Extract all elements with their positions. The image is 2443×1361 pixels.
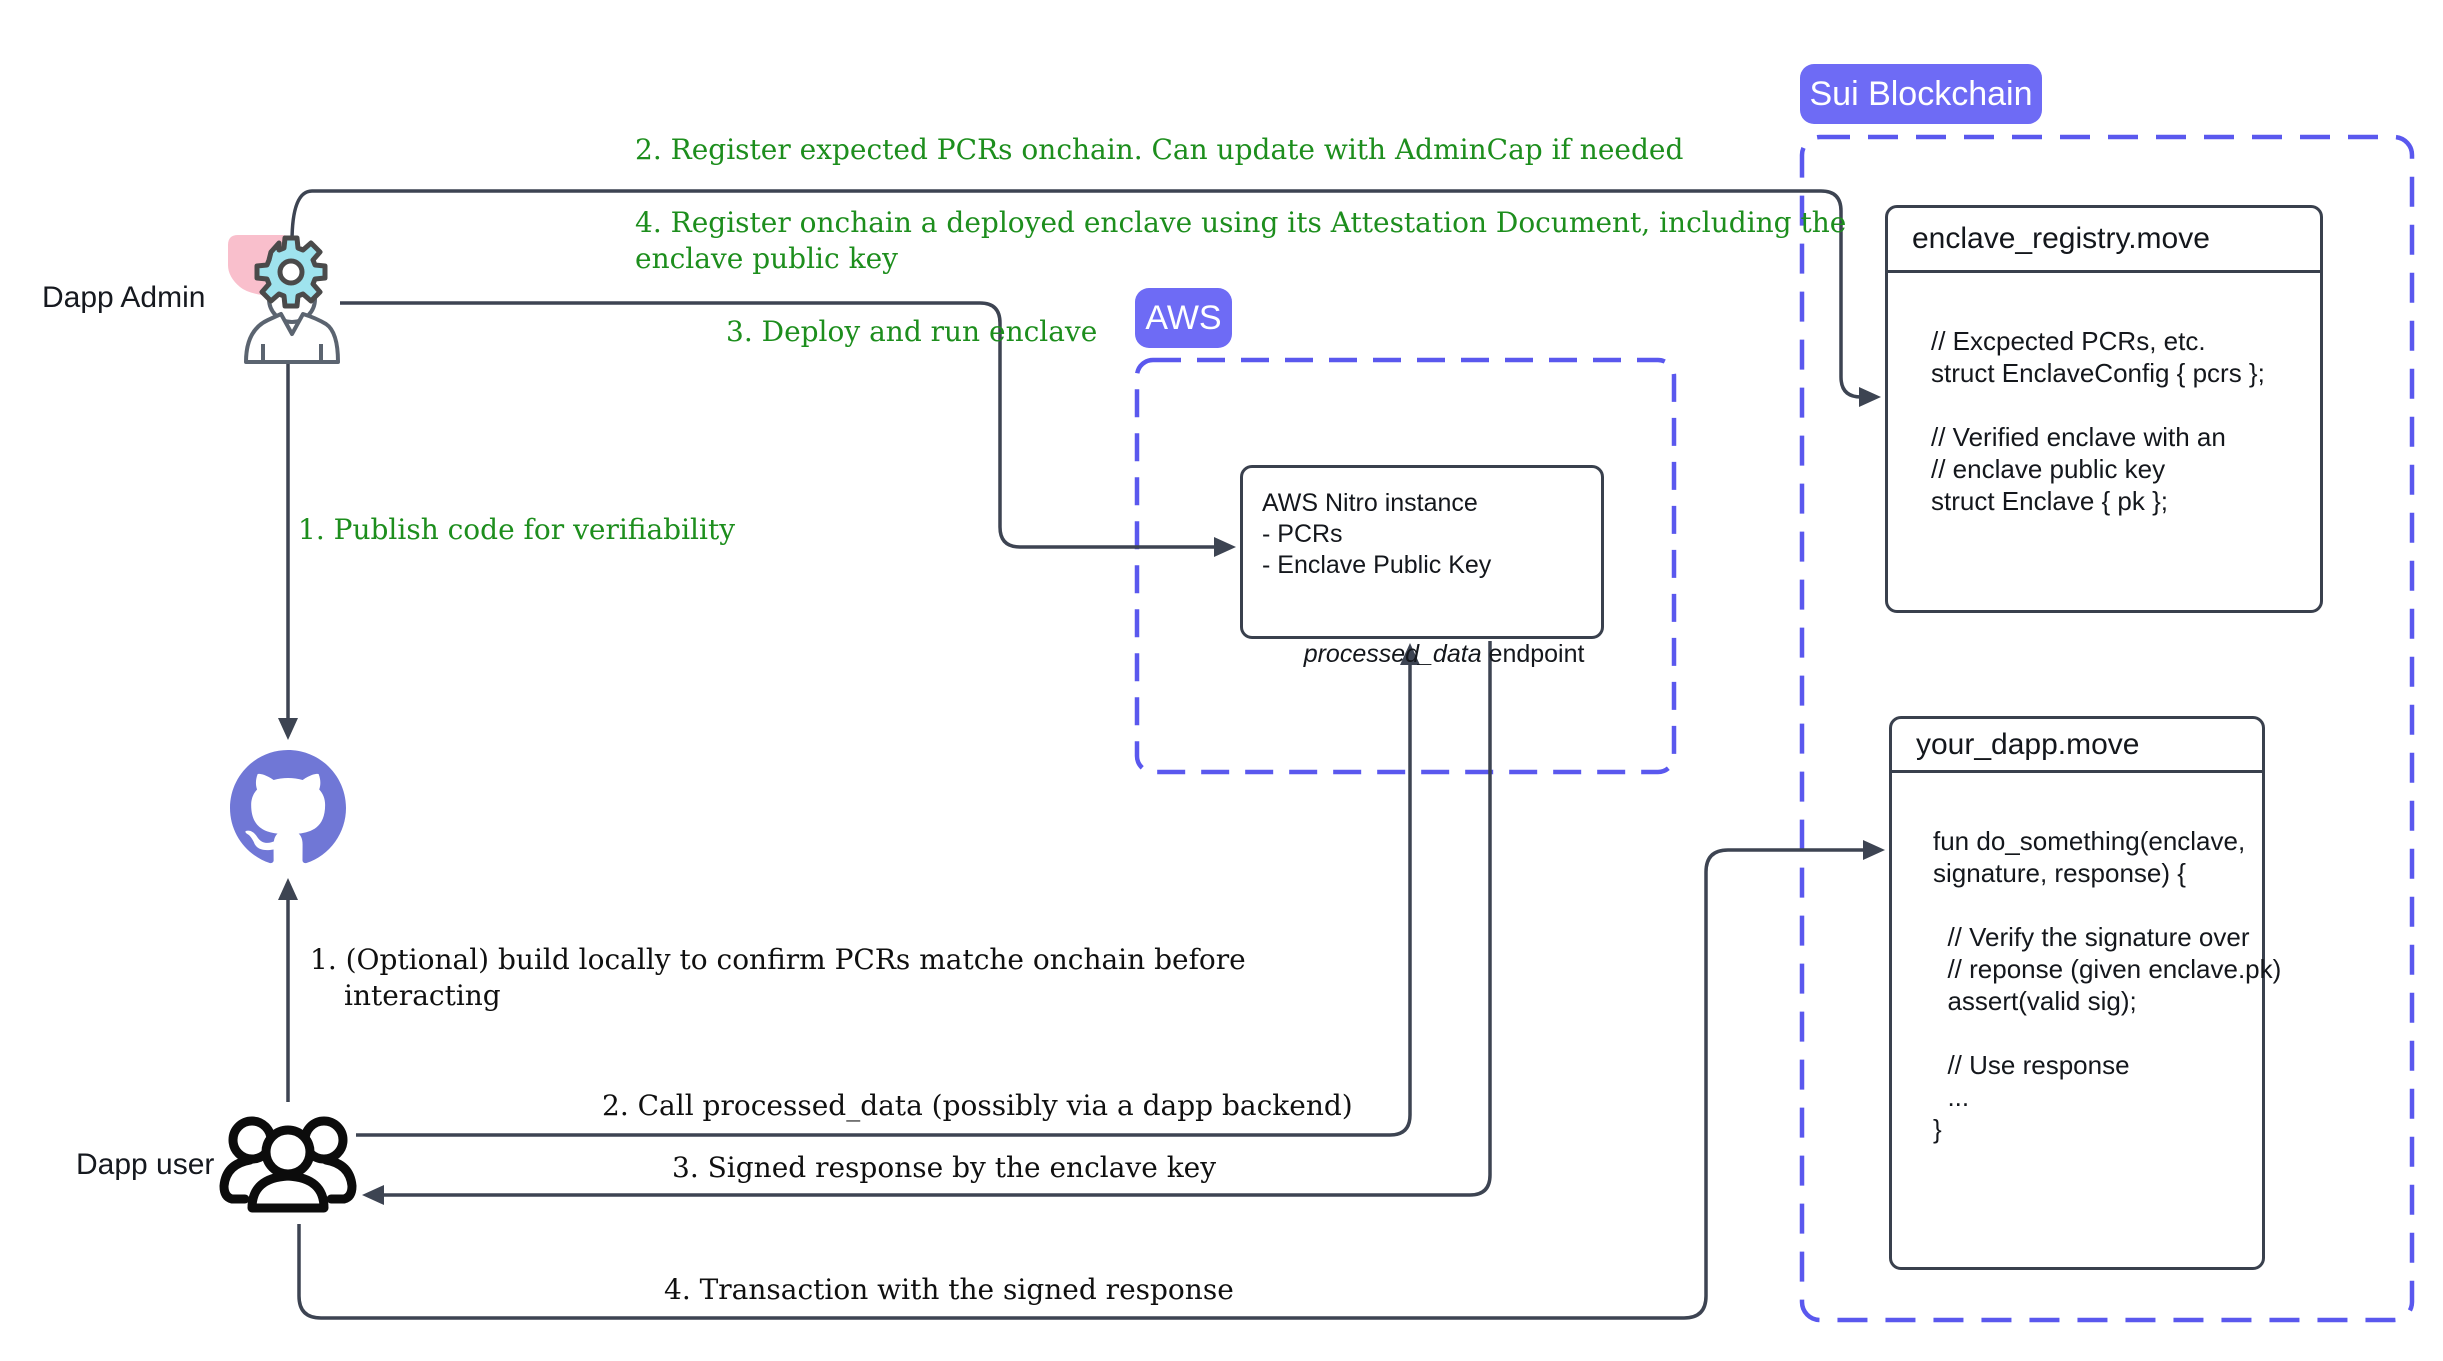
github-icon — [230, 750, 346, 864]
flow-admin-register-arrow — [290, 189, 1881, 407]
dapp-code-line: // reponse (given enclave.pk) — [1933, 954, 2282, 984]
registry-code-line: // Verified enclave with an — [1931, 422, 2226, 452]
enclave-registry-code: // Excpected PCRs, etc. struct EnclaveCo… — [1888, 273, 2320, 517]
annotation-register-pcrs: 2. Register expected PCRs onchain. Can u… — [635, 133, 1684, 166]
registry-code-line: // enclave public key — [1931, 454, 2166, 484]
flow-user-transaction-arrow — [297, 840, 1885, 1320]
registry-code-line — [1931, 389, 2320, 421]
nitro-title: AWS Nitro instance — [1262, 489, 1478, 517]
annotation-signed-response: 3. Signed response by the enclave key — [672, 1151, 1217, 1184]
dapp-code-line: // Use response — [1933, 1050, 2130, 1080]
annotation-register-enclave: 4. Register onchain a deployed enclave u… — [635, 205, 1846, 277]
your-dapp-code: fun do_something(enclave, signature, res… — [1892, 773, 2282, 1145]
enclave-registry-title: enclave_registry.move — [1888, 208, 2320, 273]
sui-dashed-region — [1799, 134, 2415, 1323]
flow-user-call-arrow — [356, 643, 1420, 1137]
gear-hub — [277, 258, 305, 286]
nitro-endpoint-name: processed_data — [1303, 640, 1482, 668]
dapp-admin-label: Dapp Admin — [42, 281, 206, 314]
annotation-register-enclave-line1: 4. Register onchain a deployed enclave u… — [635, 206, 1847, 239]
dapp-code-line: } — [1933, 1114, 1942, 1144]
dapp-code-line: assert(valid sig); — [1933, 986, 2137, 1016]
admin-person-sleeves — [261, 344, 323, 362]
annotation-build: 1. (Optional) build locally to confirm P… — [310, 942, 1246, 1014]
dapp-code-line: signature, response) { — [1933, 858, 2186, 888]
dapp-user-label: Dapp user — [76, 1148, 215, 1181]
dapp-code-line: ... — [1933, 1082, 1970, 1112]
nitro-endpoint-suffix: endpoint — [1481, 640, 1585, 668]
dapp-code-line — [1933, 889, 2262, 921]
aws-dashed-region — [1134, 357, 1677, 775]
dapp-code-line: // Verify the signature over — [1933, 922, 2250, 952]
annotation-deploy: 3. Deploy and run enclave — [726, 315, 1098, 348]
your-dapp-box: your_dapp.move fun do_something(enclave,… — [1889, 716, 2282, 1270]
annotation-build-line1: 1. (Optional) build locally to confirm P… — [310, 943, 1246, 976]
flow-enclave-response-arrow — [362, 641, 1492, 1205]
flow-admin-deploy-arrow — [340, 301, 1236, 557]
annotation-build-line2: interacting — [344, 979, 501, 1012]
annotation-transaction: 4. Transaction with the signed response — [664, 1273, 1234, 1306]
registry-code-line: struct Enclave { pk }; — [1931, 486, 2169, 516]
your-dapp-title: your_dapp.move — [1892, 719, 2262, 773]
annotation-call: 2. Call processed_data (possibly via a d… — [602, 1089, 1353, 1122]
sui-badge: Sui Blockchain — [1800, 64, 2042, 124]
annotation-publish: 1. Publish code for verifiability — [298, 513, 736, 546]
registry-code-line: // Excpected PCRs, etc. — [1931, 326, 2206, 356]
enclave-registry-box: enclave_registry.move // Excpected PCRs,… — [1885, 205, 2323, 613]
annotation-register-enclave-line2: enclave public key — [635, 242, 898, 275]
dapp-code-line — [1933, 1017, 2262, 1049]
admin-person-shoulders — [244, 312, 340, 364]
aws-badge: AWS — [1135, 288, 1232, 348]
dapp-admin-icon — [228, 235, 340, 364]
nitro-pcrs: - PCRs — [1262, 520, 1343, 548]
aws-nitro-box: AWS Nitro instance - PCRs - Enclave Publ… — [1240, 465, 1604, 668]
dapp-code-line: fun do_something(enclave, — [1933, 826, 2246, 856]
registry-code-line: struct EnclaveConfig { pcrs }; — [1931, 358, 2265, 388]
dapp-user-icon — [219, 1116, 357, 1213]
nitro-endpoint: processed_data endpoint — [1262, 608, 1601, 701]
nitro-public-key: - Enclave Public Key — [1262, 551, 1492, 579]
